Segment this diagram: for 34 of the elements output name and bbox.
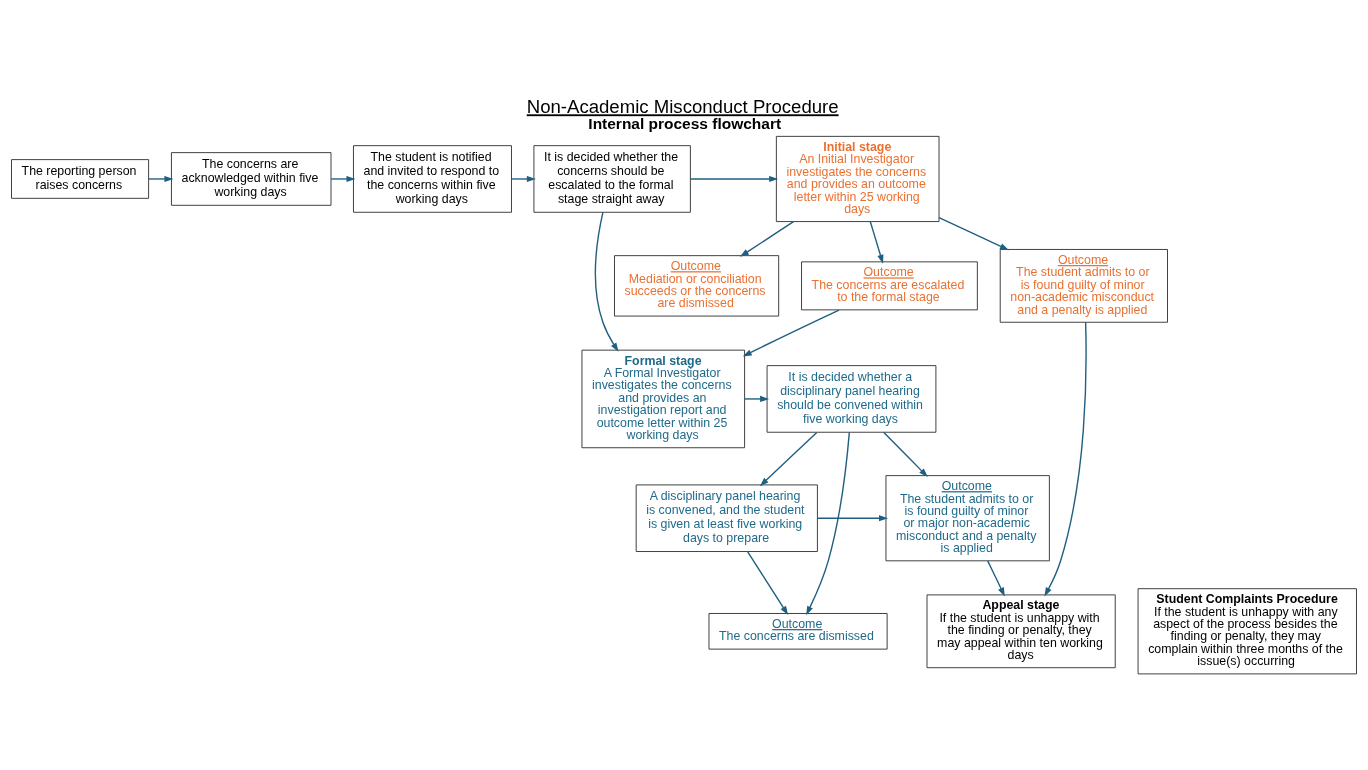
node-box: It is decided whether the concerns should be escalated to the formal stage straight away [533,145,691,213]
node-box: A disciplinary panel hearing is convened, and the student is given at least five working days to prepare [635,484,818,552]
arrow [816,515,888,522]
node-box: Outcome The student admits to or is found guilty of minor non-academic misconduct and a penalty is applied [999,249,1168,323]
node-box: Outcome The concerns are escalated to the formal stage [801,261,978,311]
node-box: Outcome The concerns are dismissed [708,613,888,650]
node-box: The reporting person raises concerns [11,159,150,199]
node-box: The student is notified and invited to respond to the concerns within five working days [353,145,512,213]
caption: Internal process flowchart [588,115,782,133]
arrow [744,395,770,403]
arrow [883,431,928,478]
arrow [987,560,1005,597]
arrow [511,175,536,183]
node-box: Student Complaints Procedure If the student is unhappy with any aspect of the process besides the finding or penalty, they may complain within three months of the issue(s) occurring [1137,588,1357,675]
node-box: Appeal stage If the student is unhappy with the finding or penalty, they may appeal within ten working days [926,594,1116,669]
arrow [330,175,356,183]
arrow [739,221,795,257]
arrow [1044,321,1087,597]
arrow [759,431,818,487]
arrow [746,550,789,616]
diagram-title: Non-Academic Misconduct Procedure [526,96,839,118]
arrow [869,221,884,264]
arrow [742,309,840,357]
arrow [806,431,851,616]
arrow [594,211,619,352]
node-box: Outcome The student admits to or is found guilty of minor or major non-academic misconduct and a penalty is applied [885,475,1050,562]
node-box: The concerns are acknowledged within five working days [171,152,332,206]
arrow [689,175,779,183]
node-box: Initial stage An Initial Investigator investigates the concerns and provides an outcome letter within 25 working days [775,135,940,223]
arrow [148,175,174,183]
node-box: It is decided whether a disciplinary panel hearing should be convened within five working days [766,365,937,433]
node-box: Outcome Mediation or conciliation succeeds or the concerns are dismissed [614,255,780,317]
arrow [938,216,1009,251]
node-box: Formal stage A Formal Investigator investigates the concerns and provides an investigation report and outcome letter within 25 working days [581,349,746,449]
